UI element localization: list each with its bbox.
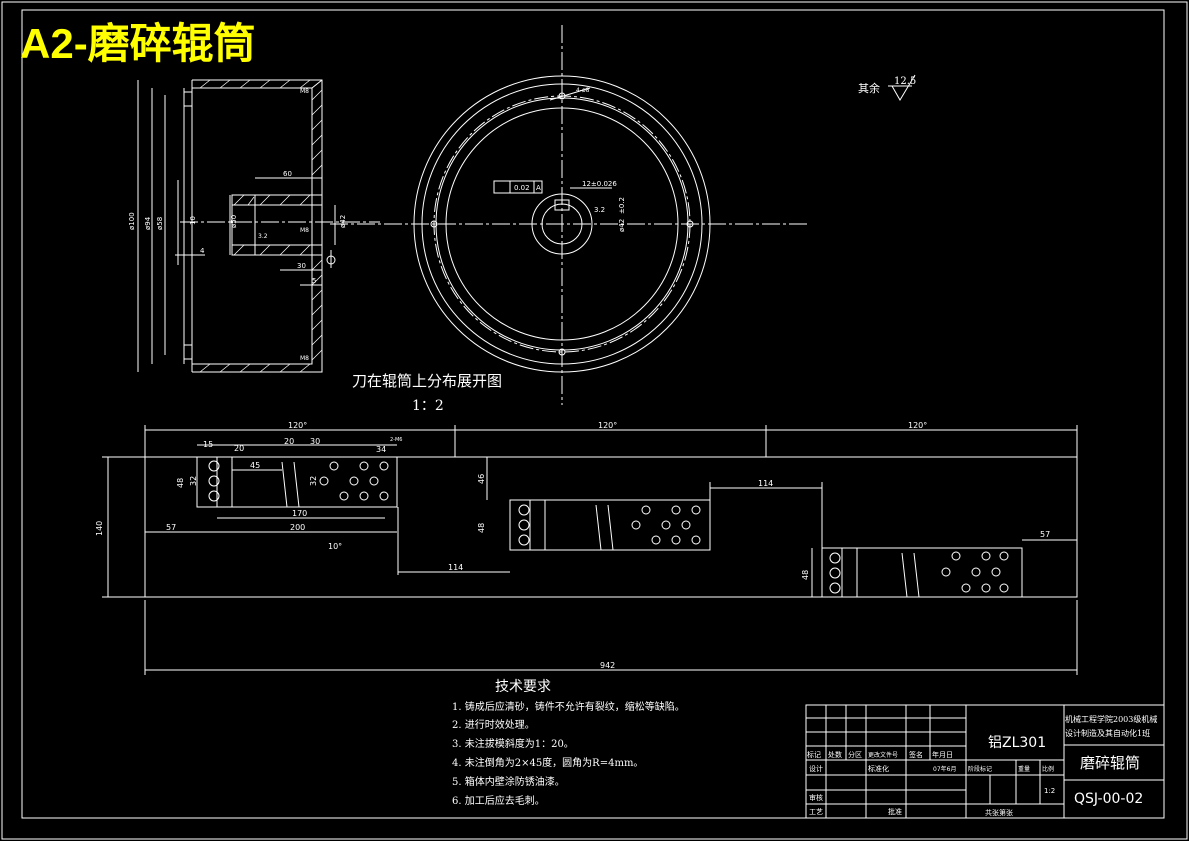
svg-text:设计制造及其自动化1班: 设计制造及其自动化1班 (1065, 728, 1150, 738)
roughness-symbol: 其余 12.5 (858, 74, 916, 101)
svg-text:技术要求: 技术要求 (495, 679, 551, 695)
svg-text:114: 114 (448, 563, 463, 572)
svg-text:32: 32 (189, 476, 198, 486)
svg-text:12.5: 12.5 (894, 76, 916, 87)
svg-text:签名: 签名 (909, 750, 923, 759)
svg-text:5: 5 (312, 277, 316, 285)
svg-text:57: 57 (166, 523, 176, 532)
svg-text:处数: 处数 (828, 750, 842, 759)
svg-text:200: 200 (290, 523, 305, 532)
svg-text:48: 48 (801, 570, 810, 580)
svg-text:比例: 比例 (1042, 765, 1054, 773)
svg-text:120°: 120° (908, 421, 927, 430)
svg-text:140: 140 (95, 521, 104, 536)
svg-text:ø94: ø94 (144, 216, 152, 230)
development-view: 120° 120° 120° 140 942 15 20 20 30 34 2-… (95, 421, 1078, 675)
svg-text:批准: 批准 (888, 807, 902, 816)
layout-title: 刀在辊筒上分布展开图 (352, 372, 502, 390)
svg-text:分区: 分区 (848, 750, 862, 759)
svg-text:A: A (536, 184, 541, 192)
svg-text:0.02: 0.02 (514, 184, 530, 192)
svg-text:6. 加工后应去毛刺。: 6. 加工后应去毛刺。 (452, 794, 545, 807)
svg-text:阶段标记: 阶段标记 (968, 765, 992, 773)
svg-text:4: 4 (200, 247, 205, 255)
svg-text:重量: 重量 (1018, 765, 1030, 773)
svg-text:铝ZL301: 铝ZL301 (988, 735, 1046, 751)
svg-text:57: 57 (1040, 530, 1050, 539)
svg-text:34: 34 (376, 445, 386, 454)
svg-text:5. 箱体内壁涂防锈油漆。: 5. 箱体内壁涂防锈油漆。 (452, 775, 565, 788)
section-view: ø100 ø94 ø58 ø50 ø42 10 60 30 5 4 3.2 M8… (128, 79, 380, 373)
sheet-title: A2-磨碎辊筒 (20, 20, 256, 67)
svg-text:更改文件号: 更改文件号 (868, 751, 898, 759)
svg-text:1:2: 1:2 (1044, 787, 1055, 795)
svg-text:46: 46 (477, 474, 486, 484)
svg-text:ø42: ø42 (339, 215, 347, 228)
inner-frame (21, 9, 1165, 819)
svg-text:114: 114 (758, 479, 773, 488)
svg-text:年月日: 年月日 (932, 750, 953, 759)
svg-text:M8: M8 (300, 355, 309, 362)
svg-text:QSJ-00-02: QSJ-00-02 (1074, 791, 1143, 807)
svg-text:ø100: ø100 (128, 212, 136, 230)
svg-text:2. 进行时效处理。: 2. 进行时效处理。 (452, 718, 535, 731)
svg-text:ø42: ø42 (618, 219, 626, 232)
tech-requirements: 技术要求 1. 铸成后应清砂，铸件不允许有裂纹，缩松等缺陷。 2. 进行时效处理… (452, 679, 685, 807)
svg-text:120°: 120° (288, 421, 307, 430)
svg-text:1. 铸成后应清砂，铸件不允许有裂纹，缩松等缺陷。: 1. 铸成后应清砂，铸件不允许有裂纹，缩松等缺陷。 (452, 700, 685, 713)
title-block: 标记 处数 分区 更改文件号 签名 年月日 设计 标准化 07年6月 审核 工艺… (805, 704, 1165, 819)
svg-text:其余: 其余 (858, 81, 880, 95)
svg-text:120°: 120° (598, 421, 617, 430)
svg-text:20: 20 (234, 444, 244, 453)
svg-text:30: 30 (310, 437, 320, 446)
svg-text:60: 60 (283, 170, 292, 178)
layout-scale: 1：2 (412, 398, 444, 414)
svg-text:审核: 审核 (809, 793, 823, 802)
svg-text:2-M6: 2-M6 (390, 437, 402, 443)
svg-text:45: 45 (250, 461, 260, 470)
svg-text:4. 未注倒角为2×45度，圆角为R=4mm。: 4. 未注倒角为2×45度，圆角为R=4mm。 (452, 756, 643, 769)
svg-text:M8: M8 (300, 227, 309, 234)
svg-text:15: 15 (203, 440, 213, 449)
svg-text:磨碎辊筒: 磨碎辊筒 (1080, 754, 1140, 772)
svg-text:ø58: ø58 (156, 217, 164, 230)
svg-text:30: 30 (297, 262, 306, 270)
svg-text:设计: 设计 (809, 764, 823, 773)
circle-view: 0.02 A 12±0.026 ø42 ±0.2 3.2 4-ø8 (330, 25, 810, 405)
svg-text:±0.2: ±0.2 (618, 197, 626, 214)
svg-text:07年6月: 07年6月 (933, 765, 956, 773)
svg-text:3.2: 3.2 (594, 206, 605, 214)
svg-text:标记: 标记 (807, 750, 821, 759)
svg-text:M8: M8 (300, 88, 309, 95)
svg-text:48: 48 (477, 523, 486, 533)
svg-text:机械工程学院2003级机械: 机械工程学院2003级机械 (1065, 714, 1157, 724)
svg-text:942: 942 (600, 661, 615, 670)
svg-text:3. 未注拔模斜度为1：20。: 3. 未注拔模斜度为1：20。 (452, 737, 574, 750)
svg-text:工艺: 工艺 (809, 808, 823, 816)
svg-text:10: 10 (189, 216, 197, 225)
svg-text:ø50: ø50 (230, 215, 238, 228)
svg-text:10°: 10° (328, 542, 342, 551)
svg-text:12±0.026: 12±0.026 (582, 180, 617, 188)
svg-text:标准化: 标准化 (868, 764, 889, 773)
svg-text:共张第张: 共张第张 (985, 808, 1013, 817)
svg-text:48: 48 (176, 478, 185, 488)
svg-text:32: 32 (309, 476, 318, 486)
svg-text:170: 170 (292, 509, 307, 518)
svg-text:3.2: 3.2 (258, 233, 268, 240)
svg-text:20: 20 (284, 437, 294, 446)
